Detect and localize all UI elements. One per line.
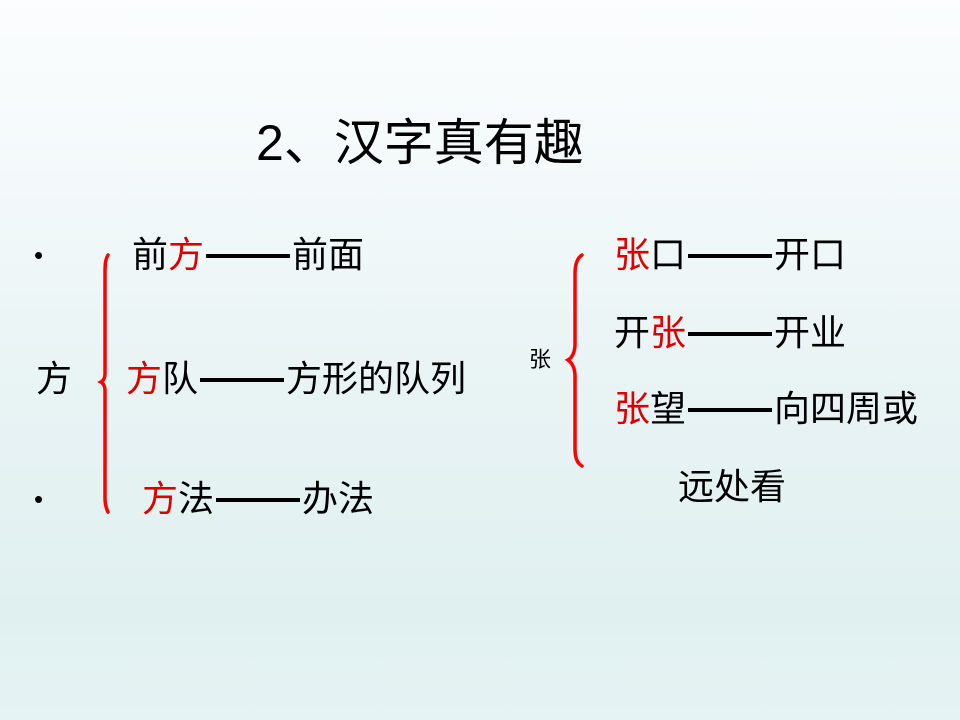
zhang-item-3-suffix: 望 xyxy=(650,389,687,430)
slide-title: 2、汉字真有趣 xyxy=(256,118,584,168)
dash-divider xyxy=(206,254,291,258)
fang-item-3-highlight: 方 xyxy=(142,479,179,520)
zhang-item-3-highlight: 张 xyxy=(614,389,651,430)
fang-item-3-suffix: 法 xyxy=(178,479,215,520)
fang-item-2: 方队 方形的队列 xyxy=(126,362,466,398)
dash-divider xyxy=(688,254,773,258)
zhang-item-3: 张望 向四周或 xyxy=(614,392,918,428)
zhang-item-1-highlight: 张 xyxy=(614,235,651,276)
dash-divider xyxy=(200,378,285,382)
zhang-item-3-meaning-cont: 远处看 xyxy=(678,467,787,508)
fang-item-2-suffix: 队 xyxy=(162,359,199,400)
zhang-item-2-highlight: 张 xyxy=(650,313,687,354)
title-text: 汉字真有趣 xyxy=(333,114,584,172)
fang-item-1-prefix: 前 xyxy=(132,235,169,276)
fang-root-char: 方 xyxy=(36,359,73,400)
dash-divider xyxy=(216,498,301,502)
fang-item-1: 前方 前面 xyxy=(132,238,364,274)
zhang-root-char: 张 xyxy=(529,348,552,373)
zhang-item-1-meaning: 开口 xyxy=(774,235,847,276)
title-separator: 、 xyxy=(283,114,334,172)
zhang-item-2-meaning: 开业 xyxy=(774,313,847,354)
zhang-item-3-meaning: 向四周或 xyxy=(774,389,919,430)
left-brace-icon xyxy=(97,253,110,514)
zhang-item-2-prefix: 开 xyxy=(614,313,651,354)
bullet-marker-1: • xyxy=(34,240,44,270)
fang-item-2-highlight: 方 xyxy=(126,359,163,400)
right-brace-icon xyxy=(564,253,584,468)
fang-item-1-highlight: 方 xyxy=(168,235,205,276)
fang-item-3: 方法 办法 xyxy=(142,482,374,518)
fang-item-1-meaning: 前面 xyxy=(292,235,365,276)
dash-divider xyxy=(688,332,773,336)
bullet-marker-2: • xyxy=(34,484,44,514)
fang-item-2-meaning: 方形的队列 xyxy=(286,359,467,400)
zhang-item-2: 开张 开业 xyxy=(614,316,846,352)
dash-divider xyxy=(688,408,773,412)
zhang-item-1: 张口 开口 xyxy=(614,238,846,274)
title-number: 2 xyxy=(256,115,284,171)
zhang-item-1-suffix: 口 xyxy=(650,235,687,276)
fang-item-3-meaning: 办法 xyxy=(302,479,375,520)
